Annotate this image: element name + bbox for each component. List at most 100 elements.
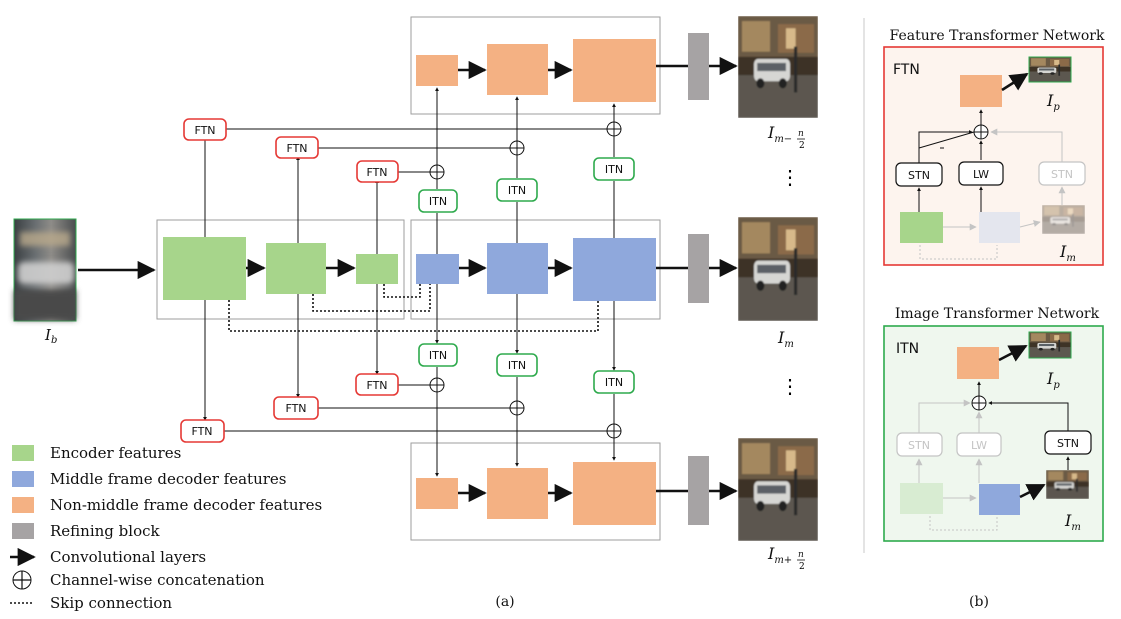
ftn-pred-thumbnail <box>1028 56 1072 83</box>
svg-text:2: 2 <box>799 562 805 572</box>
svg-text:FTN: FTN <box>191 425 212 438</box>
skip-connection-1 <box>228 300 599 332</box>
top-decoder-block-3 <box>573 39 656 102</box>
itn-faded-encoder-feature <box>900 483 943 514</box>
ftn-encoder-feature <box>900 212 943 243</box>
svg-text:STN: STN <box>1051 168 1073 181</box>
middle-decoder-block-3 <box>573 238 656 301</box>
vdots-bottom: ⋮ <box>780 374 800 398</box>
output-label-bottom: Im+ <box>767 544 792 566</box>
caption-b: (b) <box>969 594 989 610</box>
svg-text:ITN: ITN <box>429 195 447 208</box>
middle-decoder-block-1 <box>416 254 459 284</box>
output-label-top: Im− <box>767 123 792 145</box>
svg-text:LW: LW <box>973 168 989 181</box>
itn-stn-block <box>1044 430 1092 455</box>
svg-text:ITN: ITN <box>605 376 623 389</box>
itn-lw-block-faded <box>956 432 1002 457</box>
middle-decoder-frame <box>410 219 661 320</box>
output-image-bottom <box>738 438 818 541</box>
itn-block <box>593 370 635 394</box>
ftn-panel-tag: FTN <box>893 62 920 78</box>
refining-block-bottom <box>688 456 709 525</box>
legend-refining: Refining block <box>50 522 160 540</box>
legend-concat: Channel-wise concatenation <box>50 571 265 589</box>
itn-pred-thumbnail <box>1028 331 1072 359</box>
output-image-top <box>738 16 818 118</box>
legend-middle-swatch <box>12 471 34 487</box>
input-label: Ib <box>44 326 57 346</box>
legend-nonmiddle: Non-middle frame decoder features <box>50 496 322 514</box>
ftn-panel-title: Feature Transformer Network <box>890 28 1106 44</box>
svg-text:FTN: FTN <box>366 379 387 392</box>
svg-text:STN: STN <box>1057 437 1079 450</box>
svg-text:STN: STN <box>908 169 930 182</box>
skip-connection-2 <box>312 284 431 312</box>
legend-conv: Convolutional layers <box>50 548 206 566</box>
bottom-decoder-block-3 <box>573 462 656 525</box>
encoder-block-1 <box>163 237 246 300</box>
ftn-stn-block-faded <box>1038 161 1086 186</box>
svg-text:ITN: ITN <box>429 349 447 362</box>
encoder-block-3 <box>356 254 398 284</box>
svg-text:FTN: FTN <box>285 402 306 415</box>
output-label-middle: Im <box>777 328 794 350</box>
ftn-block <box>356 160 399 183</box>
svg-text:LW: LW <box>971 439 987 452</box>
svg-text:ITN: ITN <box>605 163 623 176</box>
bottom-decoder-block-1 <box>416 478 458 509</box>
svg-text:FTN: FTN <box>286 142 307 155</box>
itn-middle-feature <box>979 484 1020 515</box>
input-blur-image <box>13 218 77 322</box>
ftn-middle-thumbnail <box>1042 205 1085 234</box>
svg-text:FTN: FTN <box>366 166 387 179</box>
legend-encoder-swatch <box>12 445 34 461</box>
itn-block <box>496 353 538 377</box>
svg-text:2: 2 <box>799 141 805 151</box>
ftn-block <box>355 373 399 396</box>
top-decoder-block-2 <box>487 44 548 95</box>
legend-refining-swatch <box>12 523 34 539</box>
svg-text:STN: STN <box>908 439 930 452</box>
itn-block <box>418 189 458 213</box>
itn-stn-block-faded <box>896 432 943 457</box>
legend-skip: Skip connection <box>50 594 172 612</box>
ftn-block <box>273 396 319 420</box>
svg-text:FTN: FTN <box>194 124 215 137</box>
itn-block <box>496 178 538 202</box>
legend-middle: Middle frame decoder features <box>50 470 286 488</box>
vdots-top: ⋮ <box>780 165 800 189</box>
encoder-frame <box>156 219 405 320</box>
svg-text:ITN: ITN <box>508 359 526 372</box>
svg-text:n: n <box>798 550 804 560</box>
itn-middle-thumbnail <box>1046 470 1089 499</box>
itn-block <box>593 157 635 181</box>
refining-block-middle <box>688 234 709 303</box>
ftn-faded-feature <box>979 212 1020 243</box>
ftn-block <box>275 136 319 159</box>
svg-text:n: n <box>798 129 804 139</box>
itn-panel-tag: ITN <box>896 341 919 357</box>
legend-nonmiddle-swatch <box>12 497 34 513</box>
ftn-block <box>183 118 227 141</box>
svg-text:ITN: ITN <box>508 184 526 197</box>
legend-encoder: Encoder features <box>50 444 181 462</box>
itn-panel-title: Image Transformer Network <box>895 306 1100 322</box>
ftn-concat-icon <box>974 125 988 139</box>
ftn-stn-block <box>895 162 943 187</box>
itn-block <box>418 343 458 367</box>
itn-concat-icon <box>972 396 986 410</box>
top-decoder-block-1 <box>416 55 458 86</box>
itn-output-feature <box>957 347 999 379</box>
caption-a: (a) <box>495 594 514 610</box>
encoder-block-2 <box>266 243 326 294</box>
bottom-decoder-block-2 <box>487 468 548 519</box>
concat-circle <box>429 121 622 439</box>
middle-decoder-block-2 <box>487 243 548 294</box>
ftn-lw-block <box>958 161 1004 186</box>
legend-plus-icon <box>12 570 32 590</box>
legend: Encoder features Middle frame decoder fe… <box>10 444 322 612</box>
ftn-output-feature <box>960 75 1002 107</box>
ftn-block <box>180 419 225 443</box>
